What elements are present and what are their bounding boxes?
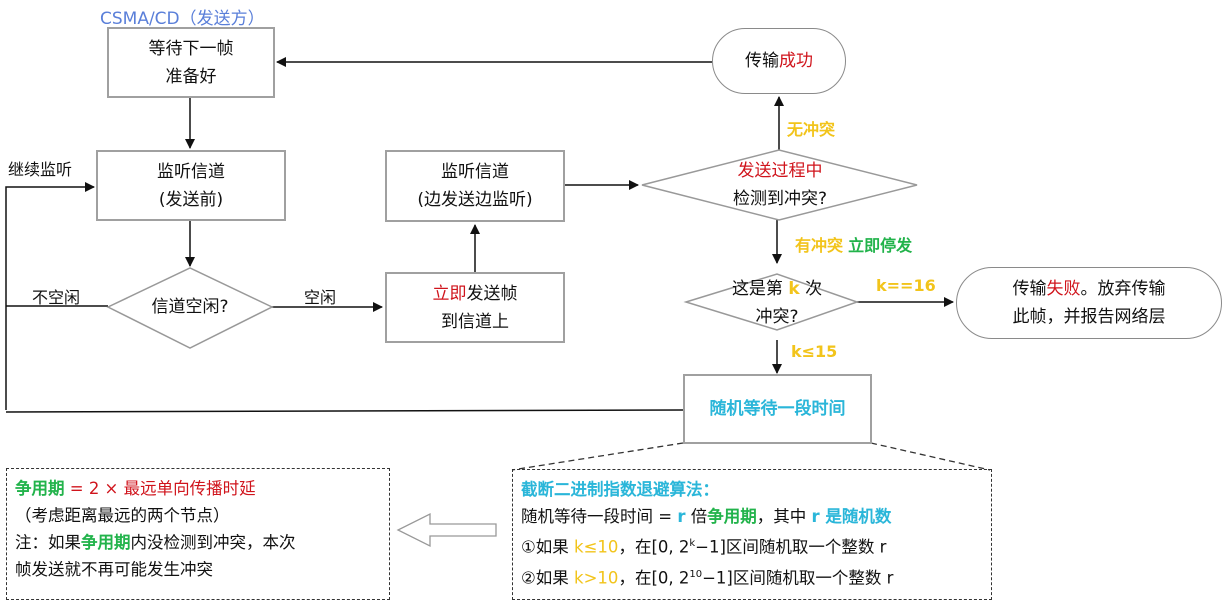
node-random-wait: 随机等待一段时间 [683,374,872,444]
node-wait-next-frame: 等待下一帧 准备好 [107,27,275,98]
success-prefix: 传输 [745,51,779,71]
failure-word: 失败 [1046,279,1081,299]
contention-term: 争用期 [15,479,65,498]
random-wait-text: 随机等待一段时间 [709,399,846,419]
failure-prefix: 传输 [1012,279,1047,299]
rule1-cond: k≤10 [574,537,619,557]
kth-k: k [788,279,800,299]
node-failure: 传输失败。放弃传输 此帧，并报告网络层 [956,267,1222,339]
node-channel-idle-text: 信道空闲? [151,297,229,317]
label-not-idle: 不空闲 [32,288,81,307]
rule2-pre: ②如果 [521,568,575,587]
contention-formula: 争用期 = 2 × 最远单向传播时延 [15,475,389,502]
kth-pre: 这是第 [731,279,783,299]
label-has-collision: 有冲突 [795,236,844,255]
kth-line2: 冲突? [755,307,799,327]
backoff-rule2: ②如果 k>10，在[0, 210−1]区间随机取一个整数 r [521,561,991,592]
backoff-rule1: ①如果 k≤10，在[0, 2k−1]区间随机取一个整数 r [521,530,991,561]
backoff-line2: 随机等待一段时间 = r 倍争用期，其中 r 是随机数 [521,503,991,530]
node-listen-during-line2: (边发送边监听) [417,190,533,210]
kth-line1: 这是第 k 次 [710,275,844,303]
label-k-eq-16: k==16 [876,276,936,295]
node-listen-before-line1: 监听信道 [157,161,225,182]
contention-period-note: 争用期 = 2 × 最远单向传播时延 （考虑距离最远的两个节点） 注：如果争用期… [6,468,390,600]
contention-line3-post: 内没检测到冲突，本次 [130,533,296,552]
success-text: 传输成功 [745,47,813,75]
contention-formula-delay: 最远单向传播时延 [123,479,256,498]
backoff-line2-post: ，其中 [756,507,812,526]
diamond-kth-collision [683,273,860,331]
failure-line2: 此帧，并报告网络层 [1012,307,1166,327]
label-no-collision: 无冲突 [787,120,836,139]
rule2-mid: ，在[0, 2 [618,568,690,587]
kth-post: 次 [805,279,823,299]
node-listen-during-line1: 监听信道 [441,162,509,182]
node-wait-line2: 准备好 [165,66,217,87]
backoff-r: r [677,507,686,526]
backoff-term: 争用期 [707,507,757,526]
rule1-mid: ，在[0, 2 [618,537,690,557]
label-k-le-15: k≤15 [791,342,838,361]
success-word: 成功 [779,51,813,71]
failure-rest: 。放弃传输 [1080,279,1166,299]
node-listen-before-line2: (发送前) [158,189,224,210]
backoff-r-random: r 是随机数 [811,507,892,526]
contention-line3: 注：如果争用期内没检测到冲突，本次 [15,529,389,556]
contention-line3-term: 争用期 [81,533,131,552]
collision-check-line1: 发送过程中 [737,161,823,181]
diagram-title: CSMA/CD（发送方） [100,9,265,29]
edge-backoff-return [5,409,684,413]
collision-check-line2: 检测到冲突? [732,189,828,209]
send-frame-text: 发送帧 [466,283,518,304]
node-wait-line1: 等待下一帧 [148,38,234,59]
node-listen-before: 监听信道 (发送前) [96,150,286,221]
backoff-line2-mid: 倍 [685,507,708,526]
node-kth-collision-text: 这是第 k 次 冲突? [710,275,844,331]
diamond-channel-idle [106,267,274,349]
callout-right [870,442,991,471]
rule1-pre: ①如果 [521,537,575,557]
rule2-exp: 10 [689,568,703,580]
failure-line1: 传输失败。放弃传输 [1013,275,1166,303]
node-collision-check-text: 发送过程中 检测到冲突? [700,157,860,213]
backoff-line2-pre: 随机等待一段时间 = [521,507,678,526]
node-send-line1: 立即发送帧 [433,280,518,308]
send-immediately: 立即 [432,283,467,304]
rule1-post: −1]区间随机取一个整数 r [695,537,887,557]
node-send-line2: 到信道上 [441,311,509,332]
contention-line3-pre: 注：如果 [15,533,81,552]
contention-formula-op: = 2 × [64,479,124,498]
contention-line2: （考虑距离最远的两个节点） [15,506,230,525]
rule1-exp: k [689,538,696,549]
node-listen-during: 监听信道 (边发送边监听) [385,150,565,222]
label-idle: 空闲 [304,288,337,307]
label-keep-listening: 继续监听 [8,160,73,179]
hollow-arrow-icon [396,512,497,548]
label-stop-now: 立即停发 [848,236,913,255]
rule2-post: −1]区间随机取一个整数 r [702,568,894,587]
rule2-cond: k>10 [574,568,619,587]
contention-line4: 帧发送就不再可能发生冲突 [15,560,213,579]
label-collision: 有冲突 立即停发 [795,232,912,256]
backoff-algorithm-note: 截断二进制指数退避算法： 随机等待一段时间 = r 倍争用期，其中 r 是随机数… [512,469,992,600]
node-send-frame: 立即发送帧 到信道上 [385,272,565,343]
diamond-collision-check [641,149,918,221]
backoff-heading: 截断二进制指数退避算法： [521,480,719,499]
edge-keep-listening [5,182,95,410]
node-success: 传输成功 [712,28,846,94]
callout-left [511,442,684,471]
